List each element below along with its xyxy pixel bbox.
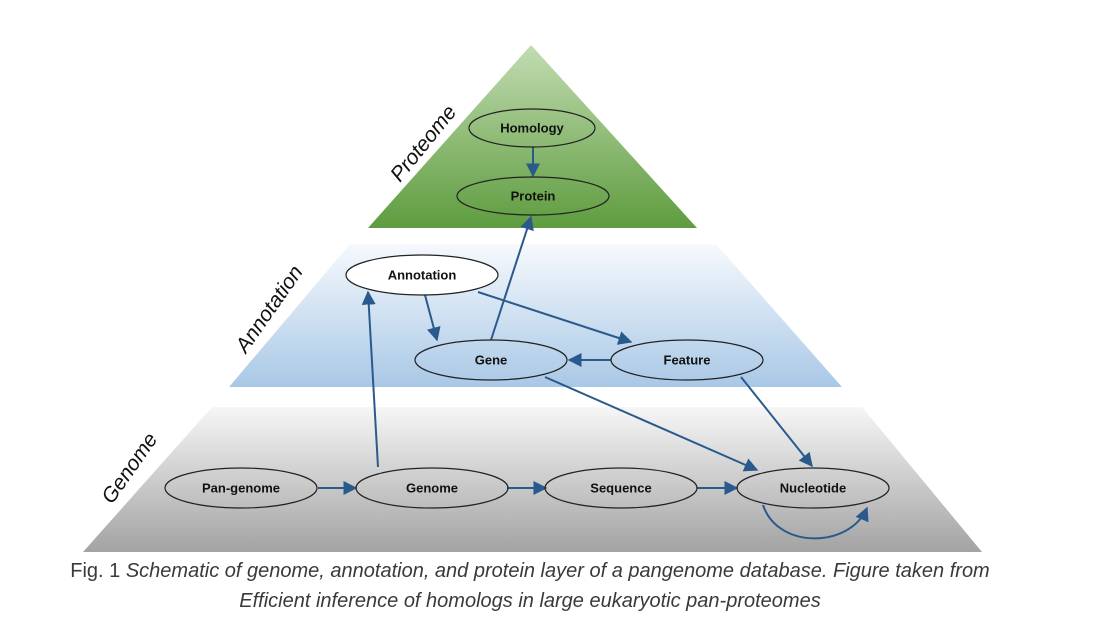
node-feature: Feature xyxy=(610,339,764,381)
edge-feature-to-nucleotide xyxy=(740,376,813,468)
edge-gene-to-nucleotide xyxy=(544,376,759,472)
edge-annotation-to-gene xyxy=(424,294,441,342)
svg-text:Protein: Protein xyxy=(511,189,556,204)
node-genome: Genome xyxy=(355,467,509,509)
node-homology: Homology xyxy=(468,108,596,148)
svg-text:Homology: Homology xyxy=(500,121,564,136)
caption-text-line-2: Efficient inference of homologs in large… xyxy=(239,590,821,612)
edge-genome-to-annotation xyxy=(361,290,379,468)
svg-text:Gene: Gene xyxy=(475,353,508,368)
annotation-layer xyxy=(229,244,842,387)
caption-line-1: Fig. 1 Schematic of genome, annotation, … xyxy=(0,556,1060,586)
edge-nucleotide-self-loop xyxy=(762,504,869,540)
svg-text:Pan-genome: Pan-genome xyxy=(202,481,280,496)
svg-text:Genome: Genome xyxy=(406,481,458,496)
svg-text:Sequence: Sequence xyxy=(590,481,651,496)
svg-text:Feature: Feature xyxy=(664,353,711,368)
node-gene: Gene xyxy=(414,339,568,381)
genome-layer xyxy=(83,407,982,552)
node-nucleotide: Nucleotide xyxy=(736,467,890,509)
edge-annotation-to-feature xyxy=(477,291,633,345)
node-protein: Protein xyxy=(456,176,610,216)
node-sequence: Sequence xyxy=(544,467,698,509)
caption-text-line-1: Schematic of genome, annotation, and pro… xyxy=(125,560,990,582)
proteome-layer xyxy=(368,45,697,228)
caption-prefix: Fig. 1 xyxy=(70,560,121,582)
edges xyxy=(318,147,869,540)
svg-text:Annotation: Annotation xyxy=(388,268,457,283)
node-pan-genome: Pan-genome xyxy=(164,467,318,509)
node-annotation: Annotation xyxy=(345,254,499,296)
edge-gene-to-protein xyxy=(490,215,534,341)
figure-caption: Fig. 1 Schematic of genome, annotation, … xyxy=(0,556,1060,616)
svg-text:Nucleotide: Nucleotide xyxy=(780,481,846,496)
